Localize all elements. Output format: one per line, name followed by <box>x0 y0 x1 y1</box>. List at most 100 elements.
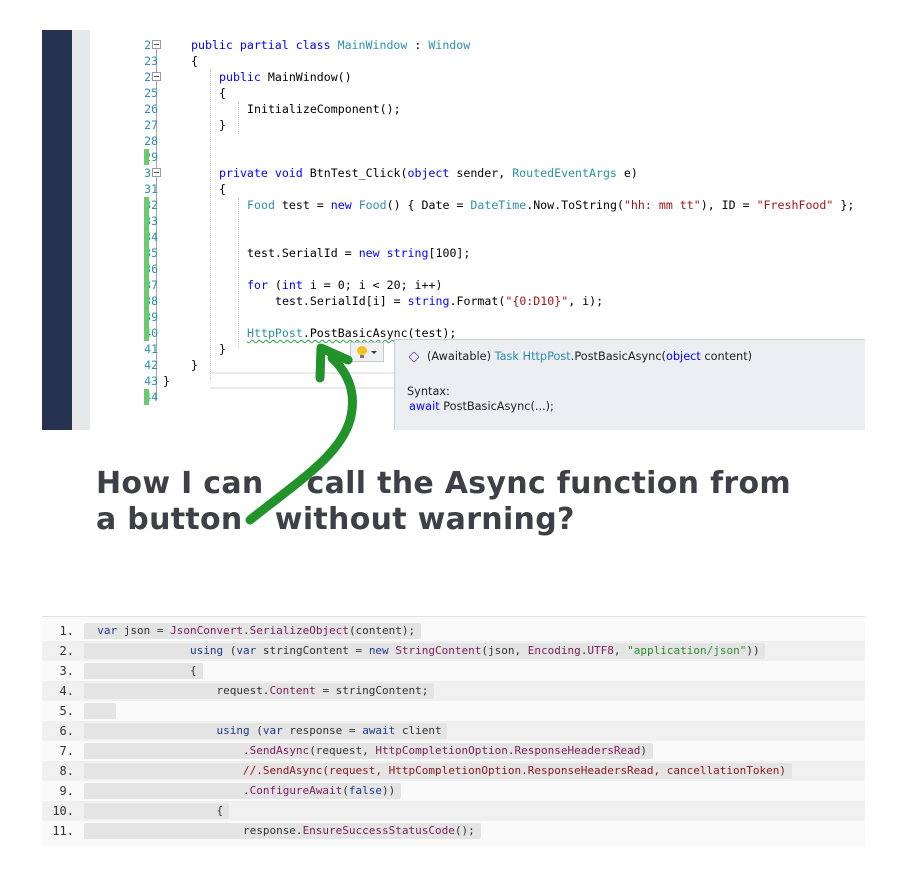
code-line[interactable]: 29 <box>90 149 865 165</box>
snippet-row: 2. using (var stringContent = new String… <box>42 641 865 661</box>
code-line[interactable]: 39 <box>90 309 865 325</box>
line-highlight <box>84 723 448 739</box>
code-text: for (int i = 0; i < 20; i++) <box>247 278 443 292</box>
lightbulb-icon <box>357 346 367 358</box>
code-line[interactable]: 24public MainWindow() <box>90 69 865 85</box>
snippet-code: { <box>189 664 197 677</box>
code-line[interactable]: 36 <box>90 261 865 277</box>
snippet-line-number: 5. <box>59 704 74 718</box>
collapse-icon[interactable] <box>152 72 161 81</box>
code-line[interactable]: 25{ <box>90 85 865 101</box>
snippet-row: 1. var json = JsonConvert.SerializeObjec… <box>42 621 865 641</box>
headline-line-2: a button without warning? <box>96 502 575 537</box>
line-highlight <box>84 623 421 639</box>
snippet-row: 5. <box>42 701 865 721</box>
snippet-row: 6. using (var response = await client <box>42 721 865 741</box>
snippet-code: //.SendAsync(request, HttpCompletionOpti… <box>242 764 787 777</box>
change-marker <box>144 293 149 309</box>
line-highlight <box>84 703 117 719</box>
snippet-line-number: 9. <box>59 784 74 798</box>
code-text: } <box>191 358 198 372</box>
snippet-row: 7. .SendAsync(request, HttpCompletionOpt… <box>42 741 865 761</box>
code-line[interactable]: 34 <box>90 229 865 245</box>
code-text: public MainWindow() <box>219 70 352 84</box>
line-number: 27 <box>144 118 158 132</box>
code-text: private void BtnTest_Click(object sender… <box>219 166 638 180</box>
indent-guide <box>238 102 239 134</box>
editor-margin <box>72 30 90 430</box>
code-text: public partial class MainWindow : Window <box>191 38 471 52</box>
headline-line-1: How I can call the Async function from <box>96 466 791 501</box>
snippet-row: 3. { <box>42 661 865 681</box>
return-type: Task <box>494 350 519 363</box>
code-line[interactable]: 43} <box>90 373 865 389</box>
indent-guide <box>238 198 239 348</box>
snippet-code: response.EnsureSuccessStatusCode(); <box>242 824 475 837</box>
line-number: 42 <box>144 358 158 372</box>
code-line[interactable]: 44 <box>90 389 865 405</box>
quick-actions-button[interactable] <box>350 342 384 362</box>
collapse-icon[interactable] <box>152 40 161 49</box>
line-highlight <box>84 763 792 779</box>
code-line[interactable]: 30private void BtnTest_Click(object send… <box>90 165 865 181</box>
code-text: InitializeComponent(); <box>247 102 401 116</box>
code-text: } <box>219 118 226 132</box>
snippet-line-number: 11. <box>52 824 74 838</box>
code-snippet-panel: 1. var json = JsonConvert.SerializeObjec… <box>42 616 865 846</box>
snippet-row: 10. { <box>42 801 865 821</box>
code-line[interactable]: 31 { <box>90 181 865 197</box>
snippet-code: .SendAsync(request, HttpCompletionOption… <box>242 744 647 757</box>
code-line[interactable]: 22public partial class MainWindow : Wind… <box>90 37 865 53</box>
line-number: 26 <box>144 102 158 116</box>
line-highlight <box>84 643 766 659</box>
line-number: 31 <box>144 182 158 196</box>
snippet-line-number: 7. <box>59 744 74 758</box>
change-marker <box>144 149 149 165</box>
awaitable-label: (Awaitable) <box>427 350 495 363</box>
method-name: .PostBasicAsync( <box>570 350 666 363</box>
syntax-example: await PostBasicAsync(...); <box>409 400 554 413</box>
quick-info-tooltip: (Awaitable) Task HttpPost.PostBasicAsync… <box>394 339 865 430</box>
method-cube-icon <box>408 350 420 363</box>
question-headline: How I can call the Async function from a… <box>96 466 856 538</box>
line-number: 28 <box>144 134 158 148</box>
line-highlight <box>84 803 230 819</box>
code-line[interactable]: 33 <box>90 213 865 229</box>
class-name: HttpPost <box>522 350 571 363</box>
syntax-call: PostBasicAsync(...); <box>439 400 554 413</box>
snippet-code: using (var stringContent = new StringCon… <box>189 644 760 657</box>
line-number: 43 <box>144 374 158 388</box>
code-line[interactable]: 23{ <box>90 53 865 69</box>
code-line[interactable]: 28 <box>90 133 865 149</box>
change-marker <box>144 213 149 229</box>
method-signature: (Awaitable) Task HttpPost.PostBasicAsync… <box>408 350 752 363</box>
chevron-down-icon <box>371 350 377 354</box>
collapse-icon[interactable] <box>152 168 161 177</box>
change-marker <box>144 197 149 213</box>
code-text: test.SerialId = new string[100]; <box>247 246 471 260</box>
line-number: 23 <box>144 54 158 68</box>
snippet-row: 11. response.EnsureSuccessStatusCode(); <box>42 821 865 841</box>
code-line[interactable]: 27} <box>90 117 865 133</box>
change-marker <box>144 309 149 325</box>
code-editor[interactable]: 22public partial class MainWindow : Wind… <box>42 30 865 430</box>
line-highlight <box>84 783 402 799</box>
warning-squiggle[interactable]: HttpPost.PostBasicAsync(test); <box>247 326 457 340</box>
code-text: { <box>219 182 226 196</box>
code-text: HttpPost.PostBasicAsync(test); <box>247 325 456 341</box>
code-line[interactable]: 41} <box>90 341 865 357</box>
snippet-line-number: 4. <box>59 684 74 698</box>
change-marker <box>144 389 149 405</box>
code-text: test.SerialId[i] = string.Format("{0:D10… <box>275 294 604 308</box>
code-line[interactable]: 42} <box>90 357 865 373</box>
change-marker <box>144 245 149 261</box>
code-line[interactable]: 26 InitializeComponent(); <box>90 101 865 117</box>
line-highlight <box>84 663 203 679</box>
code-lines[interactable]: 22public partial class MainWindow : Wind… <box>90 30 865 430</box>
snippet-code: using (var response = await client <box>216 724 442 737</box>
